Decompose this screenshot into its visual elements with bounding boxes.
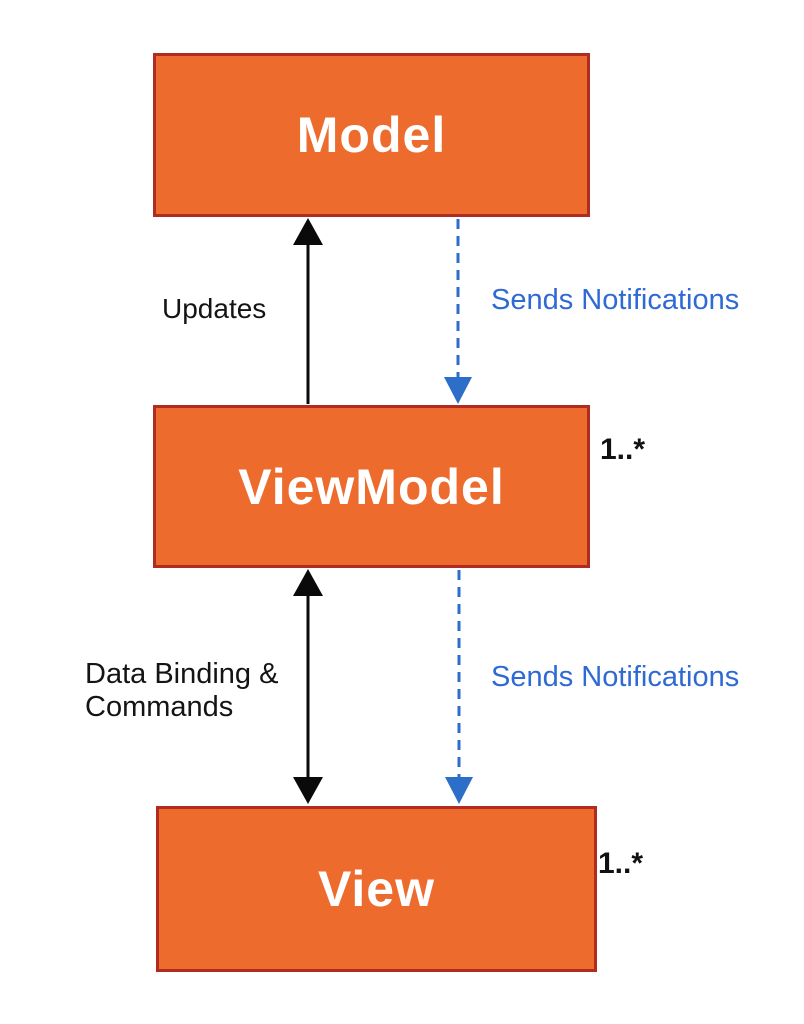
view-node-label: View [317, 861, 436, 917]
model-node: Model [153, 53, 590, 217]
notifications-arrowhead-down-icon-bottom [445, 777, 473, 804]
view-node: View [156, 806, 597, 972]
viewmodel-multiplicity-label: 1..* [600, 433, 646, 466]
viewmodel-node: ViewModel [153, 405, 590, 568]
notifications-arrowhead-down-icon-top [444, 377, 472, 404]
data-binding-arrowhead-down-icon [293, 777, 323, 804]
view-multiplicity-label: 1..* [598, 847, 644, 880]
data-binding-commands-edge-label: Data Binding & Commands [85, 658, 279, 723]
viewmodel-node-label: ViewModel [238, 458, 505, 515]
model-node-label: Model [296, 107, 447, 163]
sends-notifications-edge-label-bottom: Sends Notifications [491, 661, 740, 693]
updates-arrowhead-up-icon [293, 218, 323, 245]
updates-edge-label: Updates [162, 293, 267, 324]
sends-notifications-edge-label-top: Sends Notifications [491, 284, 740, 316]
data-binding-arrowhead-up-icon [293, 569, 323, 596]
